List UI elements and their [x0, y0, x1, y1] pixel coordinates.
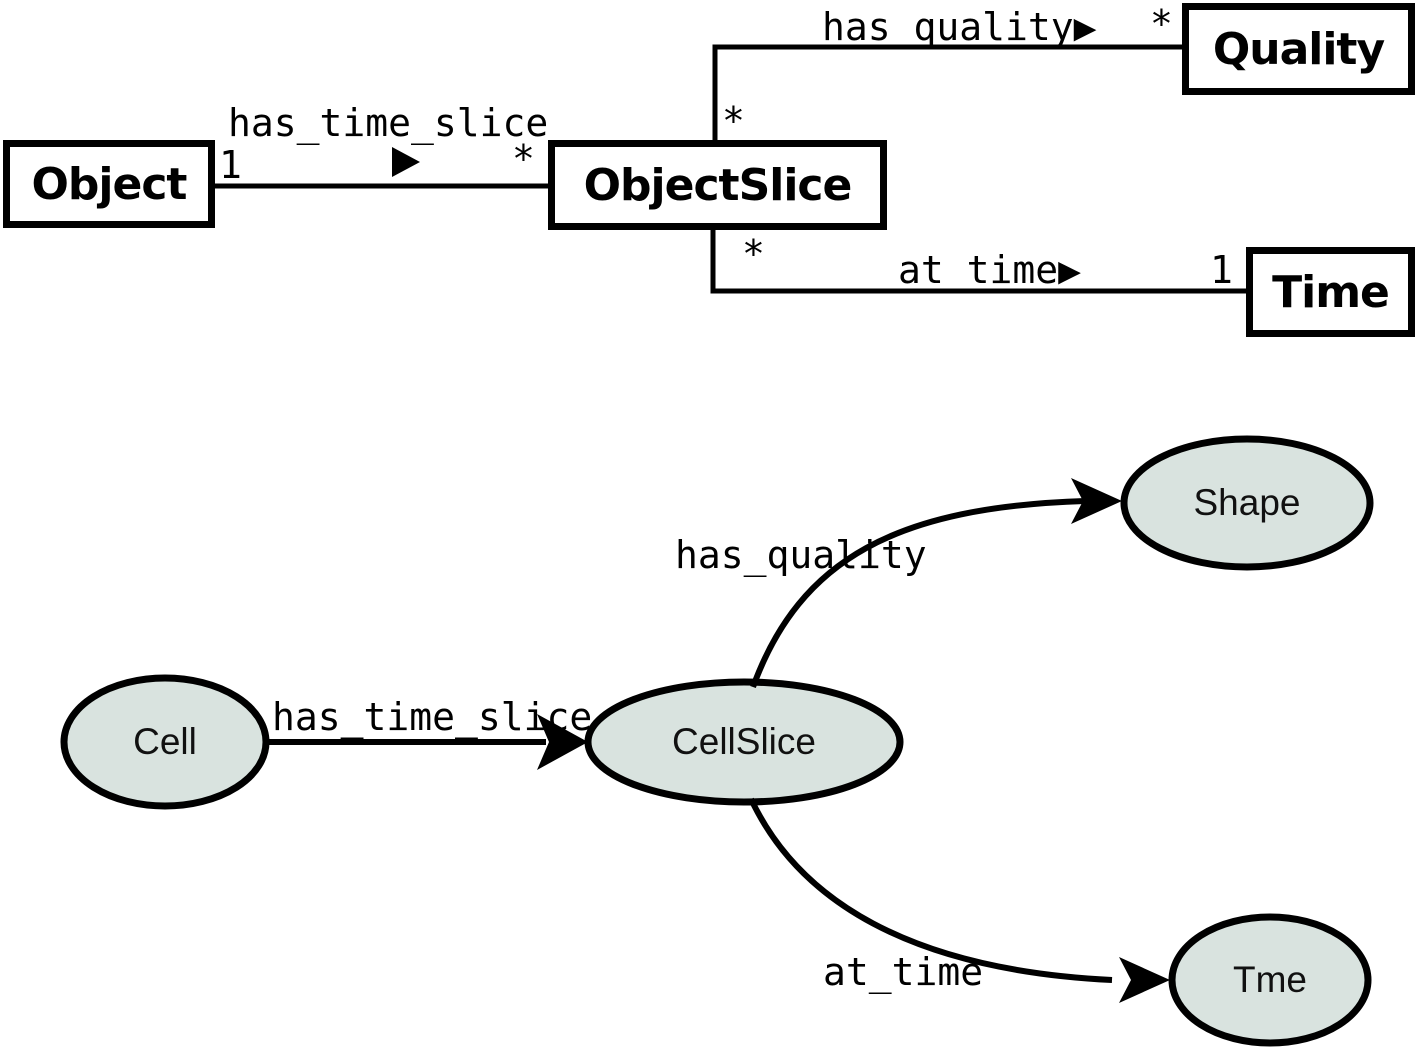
class-box-object: Object [3, 140, 215, 228]
association-label-at-time: at_time▶ [898, 248, 1082, 292]
arrowhead-icon [1119, 957, 1170, 1003]
class-box-quality: Quality [1182, 3, 1415, 95]
class-name: Quality [1212, 23, 1385, 75]
multiplicity-quality-end: * [1150, 2, 1173, 46]
edge-label-at-time: at_time [823, 950, 984, 994]
node-shape-ellipse [1120, 435, 1374, 571]
node-label-cell: Cell [133, 721, 197, 762]
association-label-has-quality: has quality▶ [822, 5, 1097, 49]
arrowhead-icon [537, 714, 588, 770]
multiplicity-objectslice-end: * [512, 137, 535, 181]
edge-label-has-time-slice: has_time_slice [272, 695, 593, 739]
multiplicity-time-end: 1 [1210, 248, 1233, 292]
multiplicity-objectslice-quality-end: * [722, 99, 745, 143]
class-name: Time [1272, 266, 1390, 318]
association-label-has-time-slice: has_time_slice [228, 101, 549, 145]
class-name: ObjectSlice [583, 159, 853, 211]
edge-has-quality [750, 498, 1086, 689]
forward-arrow-icon [392, 147, 420, 177]
multiplicity-object-end: 1 [219, 143, 242, 187]
node-label-tme: Tme [1233, 959, 1307, 1000]
edge-label-has-quality: has_quality [675, 533, 927, 577]
node-label-shape: Shape [1193, 482, 1301, 523]
assoc-line-has-quality [712, 44, 1182, 140]
multiplicity-objectslice-time-end: * [742, 232, 765, 276]
assoc-line-at-time [710, 230, 1246, 294]
class-box-objectslice: ObjectSlice [548, 140, 887, 230]
class-box-time: Time [1246, 247, 1415, 337]
edge-at-time [748, 797, 1113, 983]
class-name: Object [31, 158, 188, 210]
node-tme-ellipse [1168, 913, 1372, 1047]
arrowhead-icon [1071, 478, 1122, 524]
node-label-cellslice: CellSlice [672, 721, 816, 762]
